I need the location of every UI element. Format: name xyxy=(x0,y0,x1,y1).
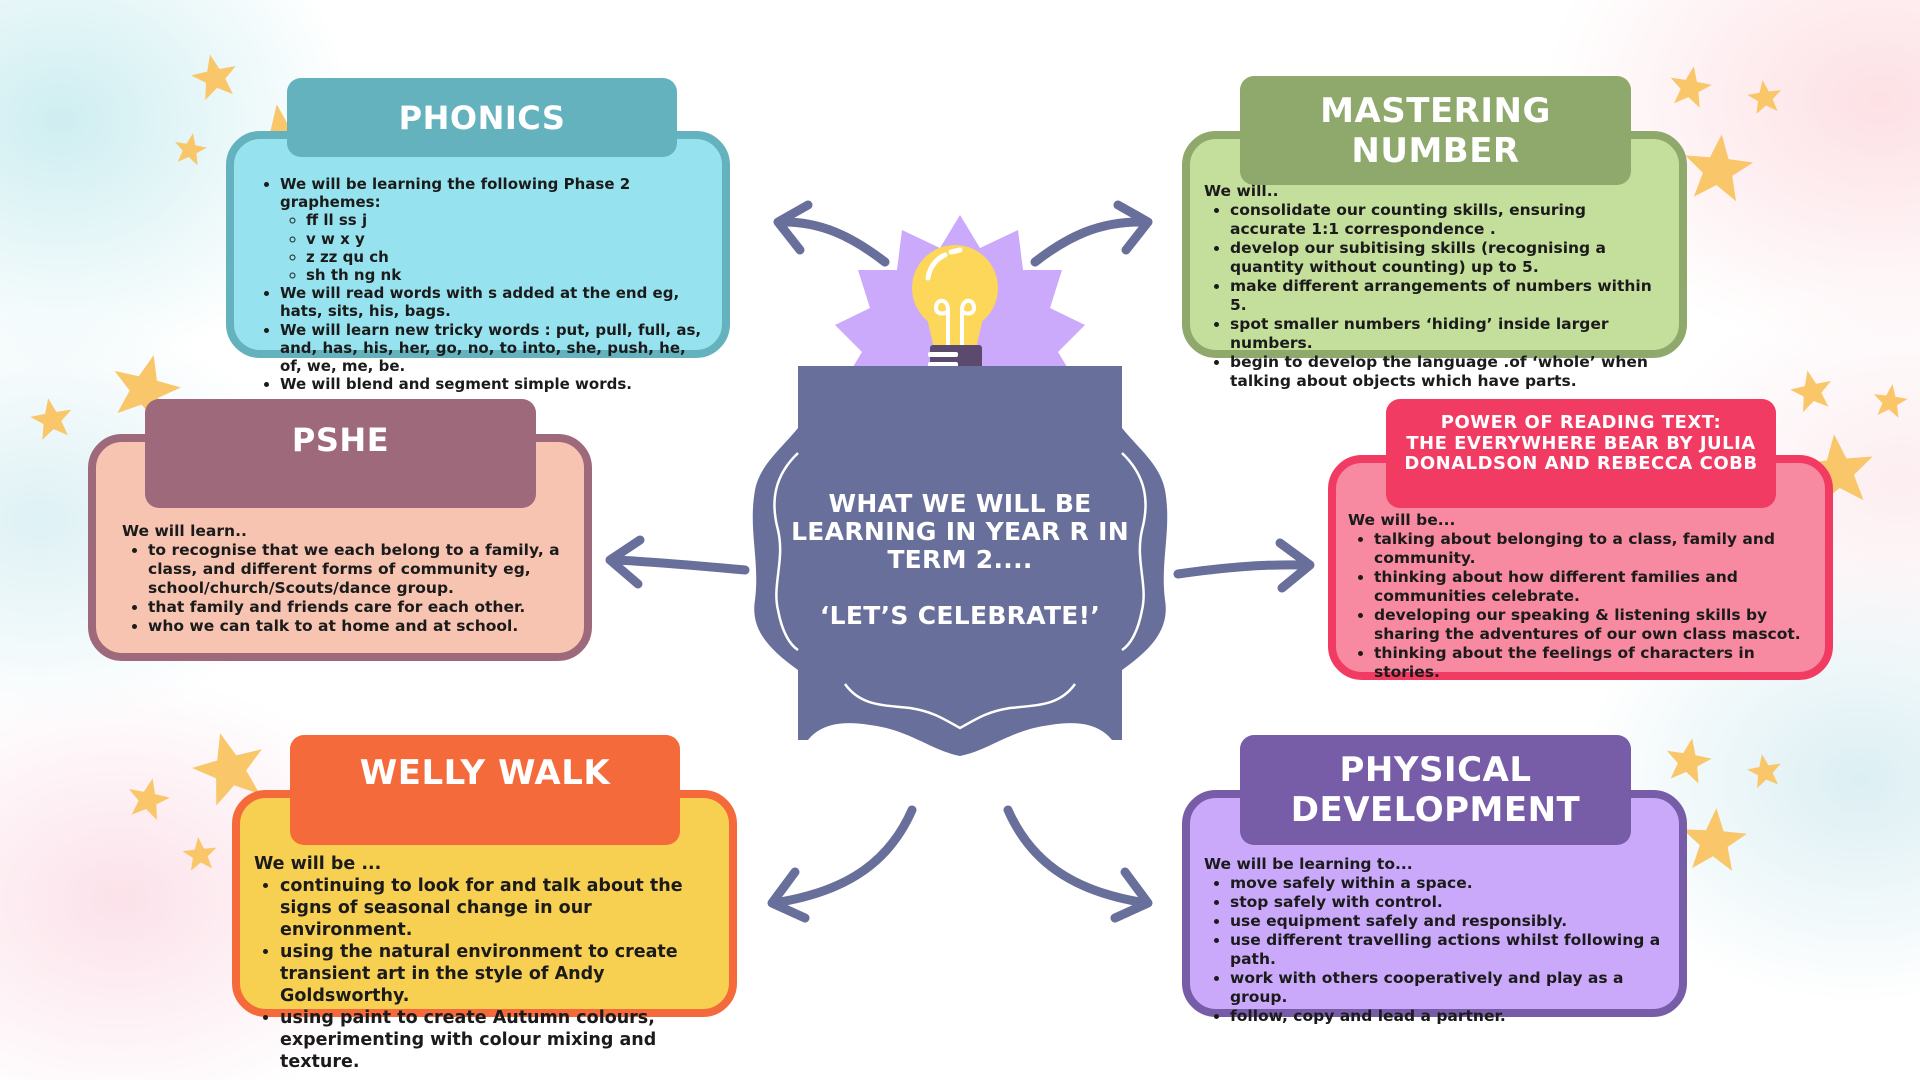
list-item: thinking about how different families an… xyxy=(1374,568,1813,606)
grapheme-item: v w x y xyxy=(306,230,708,248)
physical-development-header: PHYSICAL DEVELOPMENT xyxy=(1240,735,1631,845)
grapheme-item: ff ll ss j xyxy=(306,211,708,229)
list-item: that family and friends care for each ot… xyxy=(148,598,570,617)
power-of-reading-title: POWER OF READING TEXT: THE EVERYWHERE BE… xyxy=(1404,412,1758,474)
list-item: talking about belonging to a class, fami… xyxy=(1374,530,1813,568)
pshe-header: PSHE xyxy=(145,399,536,508)
list-item: develop our subitising skills (recognisi… xyxy=(1230,239,1667,277)
list-item: consolidate our counting skills, ensurin… xyxy=(1230,201,1667,239)
list-item: who we can talk to at home and at school… xyxy=(148,617,570,636)
grapheme-list: ff ll ss j v w x y z zz qu ch sh th ng n… xyxy=(280,211,708,284)
welly-walk-intro: We will be ... xyxy=(254,854,382,874)
list-item: make different arrangements of numbers w… xyxy=(1230,277,1667,315)
list-item: We will be learning the following Phase … xyxy=(280,175,708,284)
physical-development-title: PHYSICAL DEVELOPMENT xyxy=(1290,750,1581,830)
center-badge xyxy=(752,215,1168,756)
mastering-number-header: MASTERING NUMBER xyxy=(1240,76,1631,185)
list-item: follow, copy and lead a partner. xyxy=(1230,1007,1667,1026)
phonics-title: PHONICS xyxy=(398,98,566,137)
pshe-intro: We will learn.. xyxy=(122,522,247,540)
mastering-number-list: consolidate our counting skills, ensurin… xyxy=(1204,201,1667,391)
power-of-reading-intro: We will be... xyxy=(1348,511,1456,529)
welly-walk-list: continuing to look for and talk about th… xyxy=(254,875,715,1073)
welly-walk-title: WELLY WALK xyxy=(359,753,611,793)
physical-development-intro: We will be learning to... xyxy=(1204,855,1413,873)
list-item: using paint to create Autumn colours, ex… xyxy=(280,1007,715,1073)
pshe-list: to recognise that we each belong to a fa… xyxy=(122,541,570,636)
mastering-number-title: MASTERING NUMBER xyxy=(1320,90,1551,171)
list-item: work with others cooperatively and play … xyxy=(1230,969,1667,1007)
list-item: use equipment safely and responsibly. xyxy=(1230,912,1667,931)
phonics-list: We will be learning the following Phase … xyxy=(254,175,708,393)
list-item: thinking about the feelings of character… xyxy=(1374,644,1813,682)
center-title-text: WHAT WE WILL BE LEARNING IN YEAR R IN TE… xyxy=(791,489,1129,574)
phonics-header: PHONICS xyxy=(287,78,677,157)
power-of-reading-list: talking about belonging to a class, fami… xyxy=(1348,530,1813,682)
list-item: stop safely with control. xyxy=(1230,893,1667,912)
list-item: We will blend and segment simple words. xyxy=(280,375,708,393)
list-item: spot smaller numbers ‘hiding’ inside lar… xyxy=(1230,315,1667,353)
list-item: We will learn new tricky words : put, pu… xyxy=(280,321,708,376)
badge-shape xyxy=(752,366,1168,756)
list-item-text: We will be learning the following Phase … xyxy=(280,175,631,212)
pshe-title: PSHE xyxy=(291,421,390,459)
list-item: We will read words with s added at the e… xyxy=(280,284,708,320)
mastering-number-intro: We will.. xyxy=(1204,182,1279,200)
center-theme: ‘LET’S CELEBRATE!’ xyxy=(819,601,1101,630)
list-item: move safely within a space. xyxy=(1230,874,1667,893)
welly-walk-header: WELLY WALK xyxy=(290,735,680,845)
phonics-card: We will be learning the following Phase … xyxy=(226,131,730,393)
list-item: use different travelling actions whilst … xyxy=(1230,931,1667,969)
grapheme-item: sh th ng nk xyxy=(306,266,708,284)
grapheme-item: z zz qu ch xyxy=(306,248,708,266)
list-item: to recognise that we each belong to a fa… xyxy=(148,541,570,598)
list-item: developing our speaking & listening skil… xyxy=(1374,606,1813,644)
center-title: WHAT WE WILL BE LEARNING IN YEAR R IN TE… xyxy=(780,490,1140,630)
list-item: using the natural environment to create … xyxy=(280,941,715,1007)
list-item: continuing to look for and talk about th… xyxy=(280,875,715,941)
power-of-reading-header: POWER OF READING TEXT: THE EVERYWHERE BE… xyxy=(1386,399,1776,508)
physical-development-list: move safely within a space. stop safely … xyxy=(1204,874,1667,1026)
list-item: begin to develop the language .of ‘whole… xyxy=(1230,353,1667,391)
